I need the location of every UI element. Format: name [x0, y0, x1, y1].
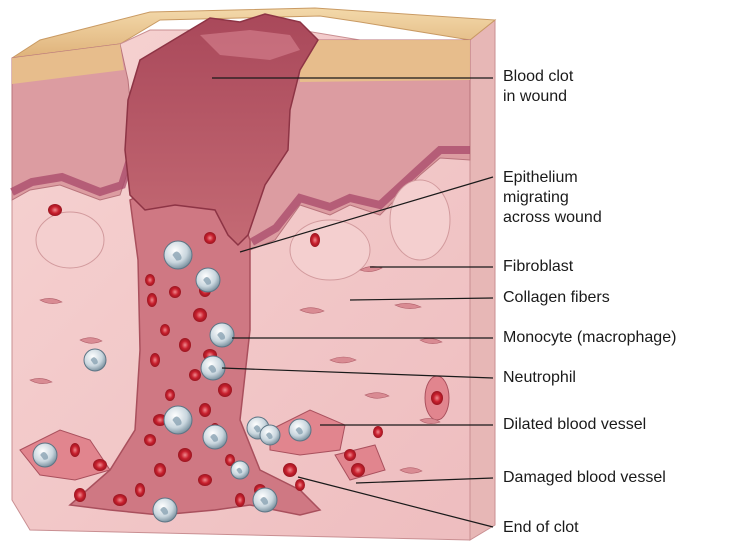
- red-blood-cell: [144, 434, 156, 446]
- label-neutrophil: Neutrophil: [503, 368, 576, 388]
- label-dilated-blood-vessel: Dilated blood vessel: [503, 415, 646, 435]
- block-side-face: [470, 20, 495, 540]
- label-fibroblast: Fibroblast: [503, 257, 573, 277]
- red-blood-cell: [74, 488, 86, 502]
- red-blood-cell: [198, 474, 212, 486]
- red-blood-cell: [283, 463, 297, 477]
- red-blood-cell: [145, 274, 155, 286]
- red-blood-cell: [199, 403, 211, 417]
- red-blood-cell: [204, 232, 216, 244]
- red-blood-cell: [344, 449, 356, 461]
- red-blood-cell: [93, 459, 107, 471]
- red-blood-cell: [431, 391, 443, 405]
- red-blood-cell: [235, 493, 245, 507]
- red-blood-cell: [295, 479, 305, 491]
- red-blood-cell: [189, 369, 201, 381]
- stratum-corneum-right: [300, 40, 470, 82]
- red-blood-cell: [310, 233, 320, 247]
- red-blood-cell: [351, 463, 365, 477]
- red-blood-cell: [154, 463, 166, 477]
- red-blood-cell: [70, 443, 80, 457]
- red-blood-cell: [150, 353, 160, 367]
- label-collagen-fibers: Collagen fibers: [503, 288, 610, 308]
- red-blood-cell: [373, 426, 383, 438]
- dermal-papilla: [36, 212, 104, 268]
- red-blood-cell: [135, 483, 145, 497]
- red-blood-cell: [165, 389, 175, 401]
- label-end-of-clot: End of clot: [503, 518, 579, 538]
- red-blood-cell: [147, 293, 157, 307]
- label-monocyte: Monocyte (macrophage): [503, 328, 676, 348]
- label-damaged-blood-vessel: Damaged blood vessel: [503, 468, 666, 488]
- red-blood-cell: [193, 308, 207, 322]
- label-epithelium: Epithelium migrating across wound: [503, 168, 602, 228]
- red-blood-cell: [169, 286, 181, 298]
- dermal-papilla: [290, 220, 370, 280]
- red-blood-cell: [160, 324, 170, 336]
- red-blood-cell: [218, 383, 232, 397]
- red-blood-cell: [179, 338, 191, 352]
- red-blood-cell: [178, 448, 192, 462]
- red-blood-cell: [113, 494, 127, 506]
- red-blood-cell: [48, 204, 62, 216]
- label-blood-clot: Blood clot in wound: [503, 67, 573, 107]
